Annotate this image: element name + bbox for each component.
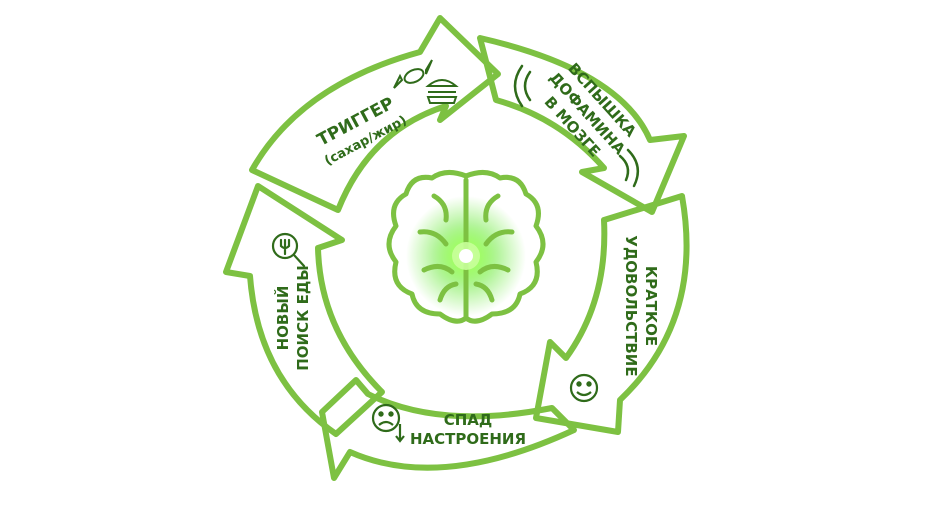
sad-face-icon <box>371 403 405 443</box>
arrow-pleasure <box>533 193 690 435</box>
trigger-label-group: ТРИГГЕР (сахар/жир) <box>314 93 410 169</box>
mood-drop-line1: СПАД <box>444 411 493 429</box>
arrow-dopamine <box>477 35 687 215</box>
arrow-trigger <box>249 15 501 213</box>
pleasure-label-group: КРАТКОЕ УДОВОЛЬСТВИЕ <box>622 235 660 376</box>
mood-drop-label-group: СПАД НАСТРОЕНИЯ <box>410 411 526 448</box>
new-search-line1: НОВЫЙ <box>273 286 292 351</box>
dopamine-label-group: ВСПЫШКА ДОФАМИНА В МОЗГЕ <box>541 59 640 160</box>
candy-burger-icon <box>393 59 459 104</box>
arrow-mood-drop <box>319 377 577 481</box>
pleasure-line2: УДОВОЛЬСТВИЕ <box>622 235 640 376</box>
mood-drop-line2: НАСТРОЕНИЯ <box>410 430 526 448</box>
smile-face-icon <box>569 373 599 403</box>
glowing-brain-icon <box>386 170 546 324</box>
fork-magnifier-icon <box>271 232 306 268</box>
new-search-label-group: НОВЫЙ ПОИСК ЕДЫ <box>273 265 312 371</box>
pleasure-line1: КРАТКОЕ <box>642 266 660 346</box>
arrow-new-search <box>223 183 385 437</box>
signal-waves-icon <box>513 64 640 188</box>
new-search-line2: ПОИСК ЕДЫ <box>294 265 312 371</box>
